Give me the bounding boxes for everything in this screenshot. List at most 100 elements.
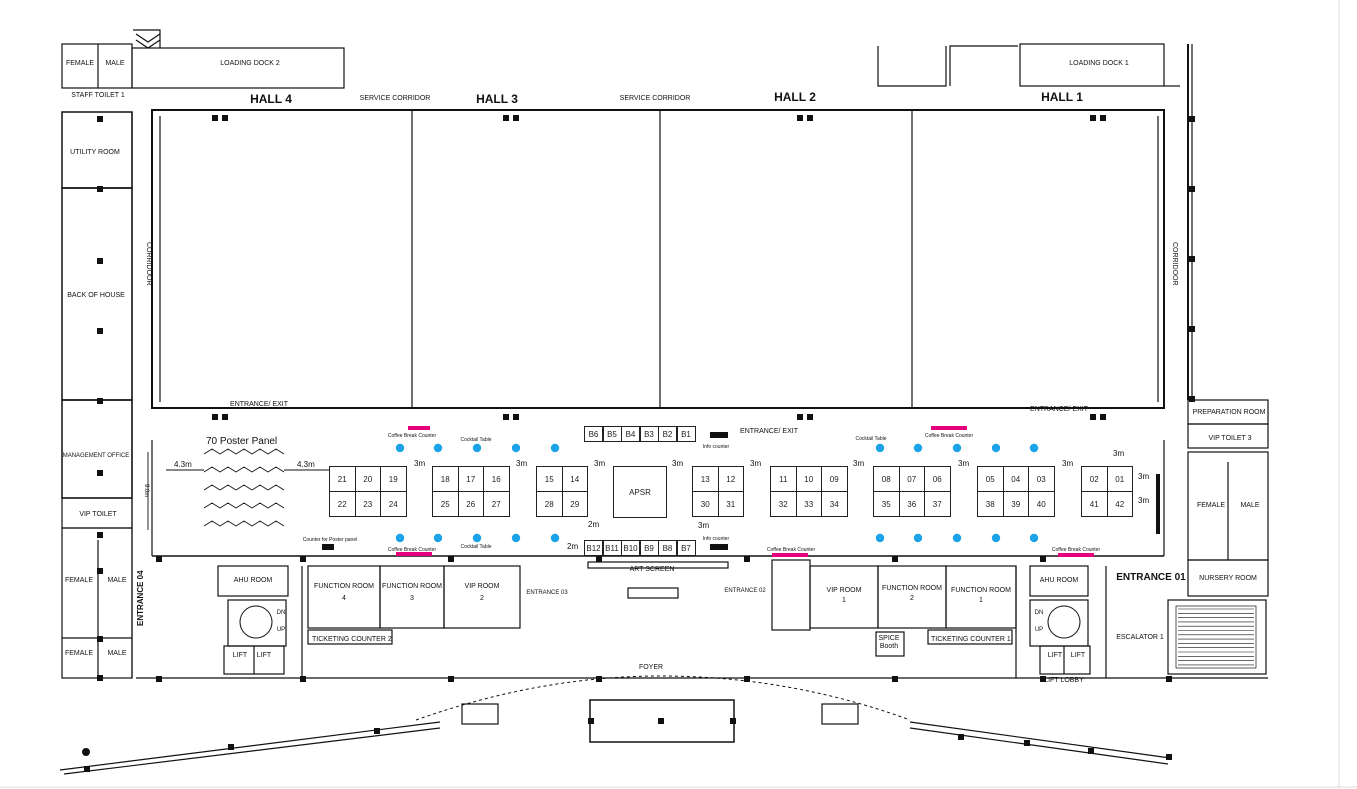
column-marker [1189, 186, 1195, 192]
column-marker [1090, 115, 1096, 121]
entrance-exit-center: ENTRANCE/ EXIT [740, 428, 798, 435]
booth-40: 40 [1028, 491, 1055, 517]
booth-B8: B8 [658, 540, 677, 556]
loading-dock-2-label: LOADING DOCK 2 [220, 60, 280, 67]
column-marker [322, 544, 328, 550]
column-marker [710, 432, 716, 438]
booth-31: 31 [717, 491, 744, 517]
bottom-left-female-1: FEMALE [64, 577, 94, 584]
booth-10: 10 [795, 466, 822, 492]
corridor-left-label: CORRIDOOR [145, 242, 152, 286]
function-room-3-label: FUNCTION ROOM [382, 583, 442, 590]
corridor-right-label: CORRIDOOR [1171, 242, 1178, 286]
dim-3m-h: 3m [1062, 459, 1074, 468]
apsr-block: APSR [613, 466, 667, 518]
stair-left-up: UP [276, 627, 286, 633]
dim-3m-k: 3m [1138, 496, 1150, 505]
column-marker [716, 432, 722, 438]
booth-24: 24 [380, 491, 407, 517]
coffee-counter-5 [1058, 553, 1094, 557]
booth-23: 23 [354, 491, 381, 517]
ticketing-counter-1-label: TICKETING COUNTER 1 [931, 636, 1011, 643]
function-room-1-label: FUNCTION ROOM [951, 587, 1011, 594]
column-marker [513, 115, 519, 121]
cocktail-table-dot [511, 443, 521, 453]
column-marker [1100, 414, 1106, 420]
booth-07: 07 [898, 466, 925, 492]
vip-room-2-label: VIP ROOM [464, 583, 500, 590]
booth-25: 25 [432, 491, 459, 517]
nursery-room-label: NURSERY ROOM [1199, 575, 1257, 582]
column-marker [328, 544, 334, 550]
function-room-4-label: FUNCTION ROOM [314, 583, 374, 590]
function-room-3-num: 3 [410, 595, 414, 602]
column-marker [84, 766, 90, 772]
cocktail-table-label-1: Cocktail Table [460, 437, 492, 443]
booth-08: 08 [873, 466, 900, 492]
coffee-counter-label-1: Coffee Break Counter [387, 433, 437, 439]
booth-11: 11 [770, 466, 797, 492]
booth-B12: B12 [584, 540, 603, 556]
coffee-counter-3 [396, 552, 432, 556]
dim-3m-i: 3m [1113, 449, 1125, 458]
column-marker [892, 676, 898, 682]
column-marker [807, 115, 813, 121]
booth-B2: B2 [658, 426, 677, 442]
vip-toilet-3-label: VIP TOILET 3 [1208, 435, 1252, 442]
column-marker [722, 432, 728, 438]
column-marker [730, 718, 736, 724]
column-marker [744, 676, 750, 682]
booth-B6: B6 [584, 426, 603, 442]
spice-booth-label: SPICE Booth [878, 635, 900, 650]
booth-18: 18 [432, 466, 459, 492]
booth-35: 35 [873, 491, 900, 517]
lift-right-2: LIFT [1070, 652, 1086, 659]
function-room-2-num: 2 [910, 595, 914, 602]
bottom-left-female-2: FEMALE [64, 650, 94, 657]
right-female-label: FEMALE [1196, 502, 1226, 509]
hall-2-label: HALL 2 [774, 90, 816, 104]
cocktail-table-dot [433, 533, 443, 543]
ahu-room-right-label: AHU ROOM [1039, 577, 1079, 584]
column-marker [97, 470, 103, 476]
column-marker [1040, 676, 1046, 682]
column-marker [1088, 748, 1094, 754]
column-marker [1024, 740, 1030, 746]
column-marker [97, 675, 103, 681]
column-marker [97, 328, 103, 334]
dim-3m-j: 3m [1138, 472, 1150, 481]
column-marker [156, 556, 162, 562]
column-marker [1189, 396, 1195, 402]
dim-right-43: 4.3m [297, 460, 315, 469]
stair-well [1047, 605, 1081, 639]
function-room-1-num: 1 [979, 597, 983, 604]
dim-left-43: 4.3m [174, 460, 192, 469]
column-marker [1100, 115, 1106, 121]
column-marker [596, 556, 602, 562]
cocktail-table-dot [433, 443, 443, 453]
bottom-left-male-1: MALE [107, 577, 127, 584]
booth-30: 30 [692, 491, 719, 517]
cocktail-table-dot [991, 533, 1001, 543]
booth-29: 29 [561, 491, 588, 517]
booth-33: 33 [795, 491, 822, 517]
booth-21: 21 [329, 466, 356, 492]
lift-left-1: LIFT [232, 652, 248, 659]
column-marker [797, 414, 803, 420]
dim-9m: 9.0m [143, 484, 149, 498]
dim-3m-l: 3m [698, 521, 710, 530]
column-marker [97, 258, 103, 264]
column-marker [1040, 556, 1046, 562]
column-marker [222, 115, 228, 121]
lift-left-2: LIFT [256, 652, 272, 659]
booth-41: 41 [1081, 491, 1108, 517]
dim-3m-f: 3m [853, 459, 865, 468]
poster-counter-label: Counter for Poster panel [302, 537, 358, 543]
lift-lobby-label: LIFT LOBBY [1044, 677, 1084, 684]
coffee-counter-4 [772, 553, 808, 557]
booth-03: 03 [1028, 466, 1055, 492]
entrance-exit-right: ENTRANCE/ EXIT [1030, 406, 1088, 413]
stair-well [239, 605, 273, 639]
booth-12: 12 [717, 466, 744, 492]
